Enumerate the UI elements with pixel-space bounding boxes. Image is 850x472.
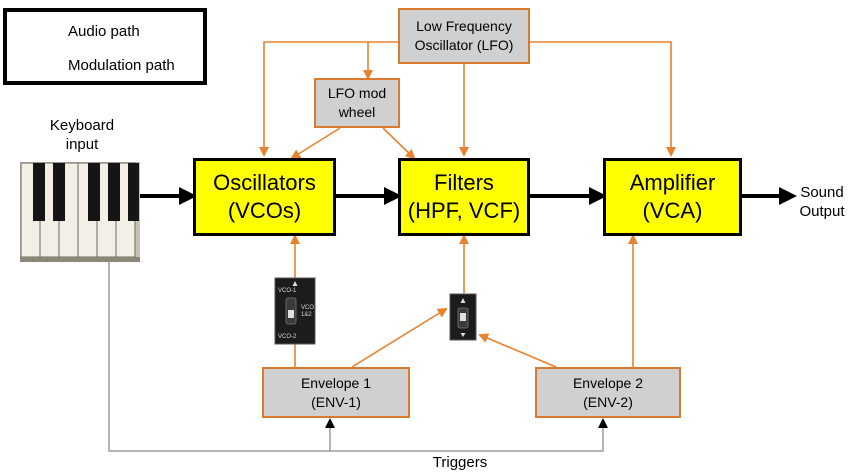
keyboard-image: [20, 162, 140, 262]
selector-label-middle: VCO 1&2: [301, 305, 316, 318]
legend-modulation-label: Modulation path: [68, 57, 175, 74]
trigger-paths: [108, 262, 604, 452]
amplifier-block: Amplifier (VCA): [603, 158, 742, 236]
filters-label: Filters (HPF, VCF): [407, 170, 521, 223]
lfo-mod-wheel-block: LFO mod wheel: [314, 78, 400, 128]
trigger-arrow-env2: [598, 418, 608, 428]
selector-label-middle-line-2: 1&2: [301, 312, 312, 318]
selector-label-top: VCO-1: [278, 288, 297, 294]
filter-selector-switch[interactable]: [449, 293, 477, 341]
selector-label-bottom: VCO-2: [278, 334, 297, 340]
keyboard-input-label: Keyboard input: [49, 117, 115, 153]
lfo-modulation-paths: [259, 41, 676, 160]
amplifier-label: Amplifier (VCA): [629, 170, 716, 223]
sound-output-label: Sound Output: [799, 184, 845, 220]
envelope-2-block: Envelope 2 (ENV-2): [535, 367, 681, 418]
envelope-1-block: Envelope 1 (ENV-1): [262, 367, 410, 418]
lfo-mod-wheel-label: LFO mod wheel: [327, 85, 387, 120]
envelope-1-label: Envelope 1 (ENV-1): [300, 374, 372, 410]
envelope-2-label: Envelope 2 (ENV-2): [572, 374, 644, 410]
oscillators-label: Oscillators (VCOs): [213, 170, 316, 223]
envelope-modulation-paths: [290, 234, 638, 368]
lfo-block-label: Low Frequency Oscillator (LFO): [414, 18, 514, 53]
trigger-arrow-env1: [325, 418, 335, 428]
filters-block: Filters (HPF, VCF): [398, 158, 530, 236]
selector-label-middle-line-1: VCO: [301, 305, 314, 311]
legend: [3, 8, 207, 85]
legend-audio-label: Audio path: [68, 23, 140, 40]
vco-selector-switch[interactable]: [274, 277, 316, 345]
lfo-block: Low Frequency Oscillator (LFO): [398, 8, 530, 64]
triggers-label: Triggers: [432, 454, 488, 471]
oscillators-block: Oscillators (VCOs): [193, 158, 336, 236]
